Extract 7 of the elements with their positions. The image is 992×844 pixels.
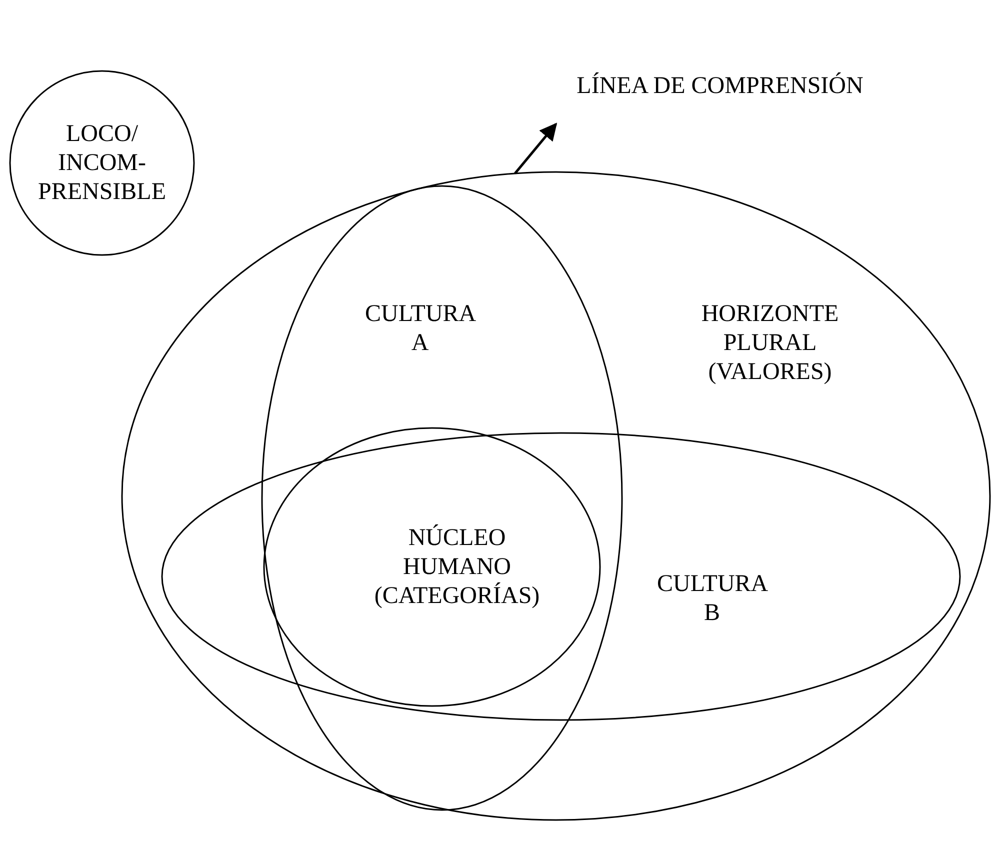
region-label: CULTURA B: [657, 570, 767, 628]
callout-label: LÍNEA DE COMPRENSIÓN: [576, 72, 864, 101]
region-label: NÚCLEO HUMANO (CATEGORÍAS): [373, 524, 541, 611]
region-label: LOCO/ INCOM- PRENSIBLE: [36, 120, 167, 207]
arrow: [514, 122, 558, 174]
region-label: HORIZONTE PLURAL (VALORES): [700, 300, 840, 387]
region-label: CULTURA A: [365, 300, 475, 358]
